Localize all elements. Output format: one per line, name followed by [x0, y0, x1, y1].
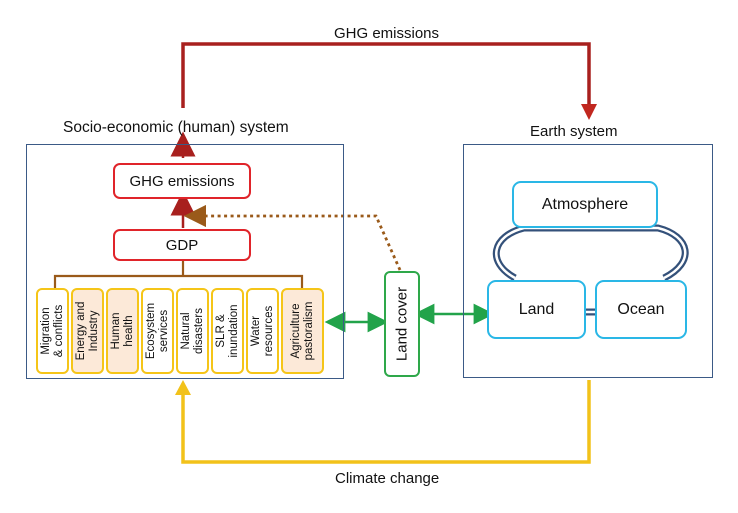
climate-change-arrowhead	[175, 380, 191, 395]
sector-label-line1: SLR &	[214, 314, 227, 348]
climate-change-arrow	[181, 380, 591, 464]
gdp-box: GDP	[113, 229, 251, 261]
sector-label-line1: Energy and	[74, 301, 87, 361]
earth-system-box	[463, 144, 713, 378]
sector-label-line1: Migration	[39, 307, 52, 355]
ghg-emissions-arrow	[181, 42, 591, 108]
sector-label-line1: Human	[109, 312, 122, 350]
top-arrow-label: GHG emissions	[334, 25, 440, 42]
atmosphere-box: Atmosphere	[512, 181, 658, 228]
sector-label-line2: inundation	[227, 304, 240, 358]
sector-label-line2: resources	[262, 305, 275, 357]
sectors-bracket	[53, 260, 304, 290]
sector-label-line2: disasters	[192, 307, 205, 355]
land-cover-box: Land cover	[384, 271, 420, 377]
ghg-emissions-box: GHG emissions	[113, 163, 251, 199]
bottom-arrow-label: Climate change	[335, 470, 440, 487]
sector-label-line2: health	[122, 315, 135, 347]
ghg-emissions-arrowhead	[581, 104, 597, 120]
sector-label-line1: Ecosystem	[144, 302, 157, 360]
sector-label-line1: Water	[249, 315, 262, 347]
earth-system-title: Earth system	[530, 123, 618, 140]
sector-slr-inundation: SLR &inundation	[211, 288, 244, 374]
sector-label-line2: pastoralism	[302, 301, 315, 361]
land-box: Land	[487, 280, 586, 339]
socio-system-title: Socio-economic (human) system	[63, 119, 289, 136]
land-cover-label: Land cover	[393, 286, 411, 362]
sector-label-line2: services	[157, 309, 170, 353]
landcover-to-gdp-dotted-arrow	[183, 204, 402, 271]
sector-label-line2: Industry	[87, 310, 100, 352]
ocean-box: Ocean	[595, 280, 687, 339]
sector-label-line1: Agriculture	[289, 303, 302, 359]
sector-migration-conflicts: Migration& conflicts	[36, 288, 69, 374]
sector-label-line2: & conflicts	[52, 304, 65, 358]
sector-label-line1: Natural	[179, 312, 192, 350]
socio-economic-system-box	[26, 144, 344, 379]
